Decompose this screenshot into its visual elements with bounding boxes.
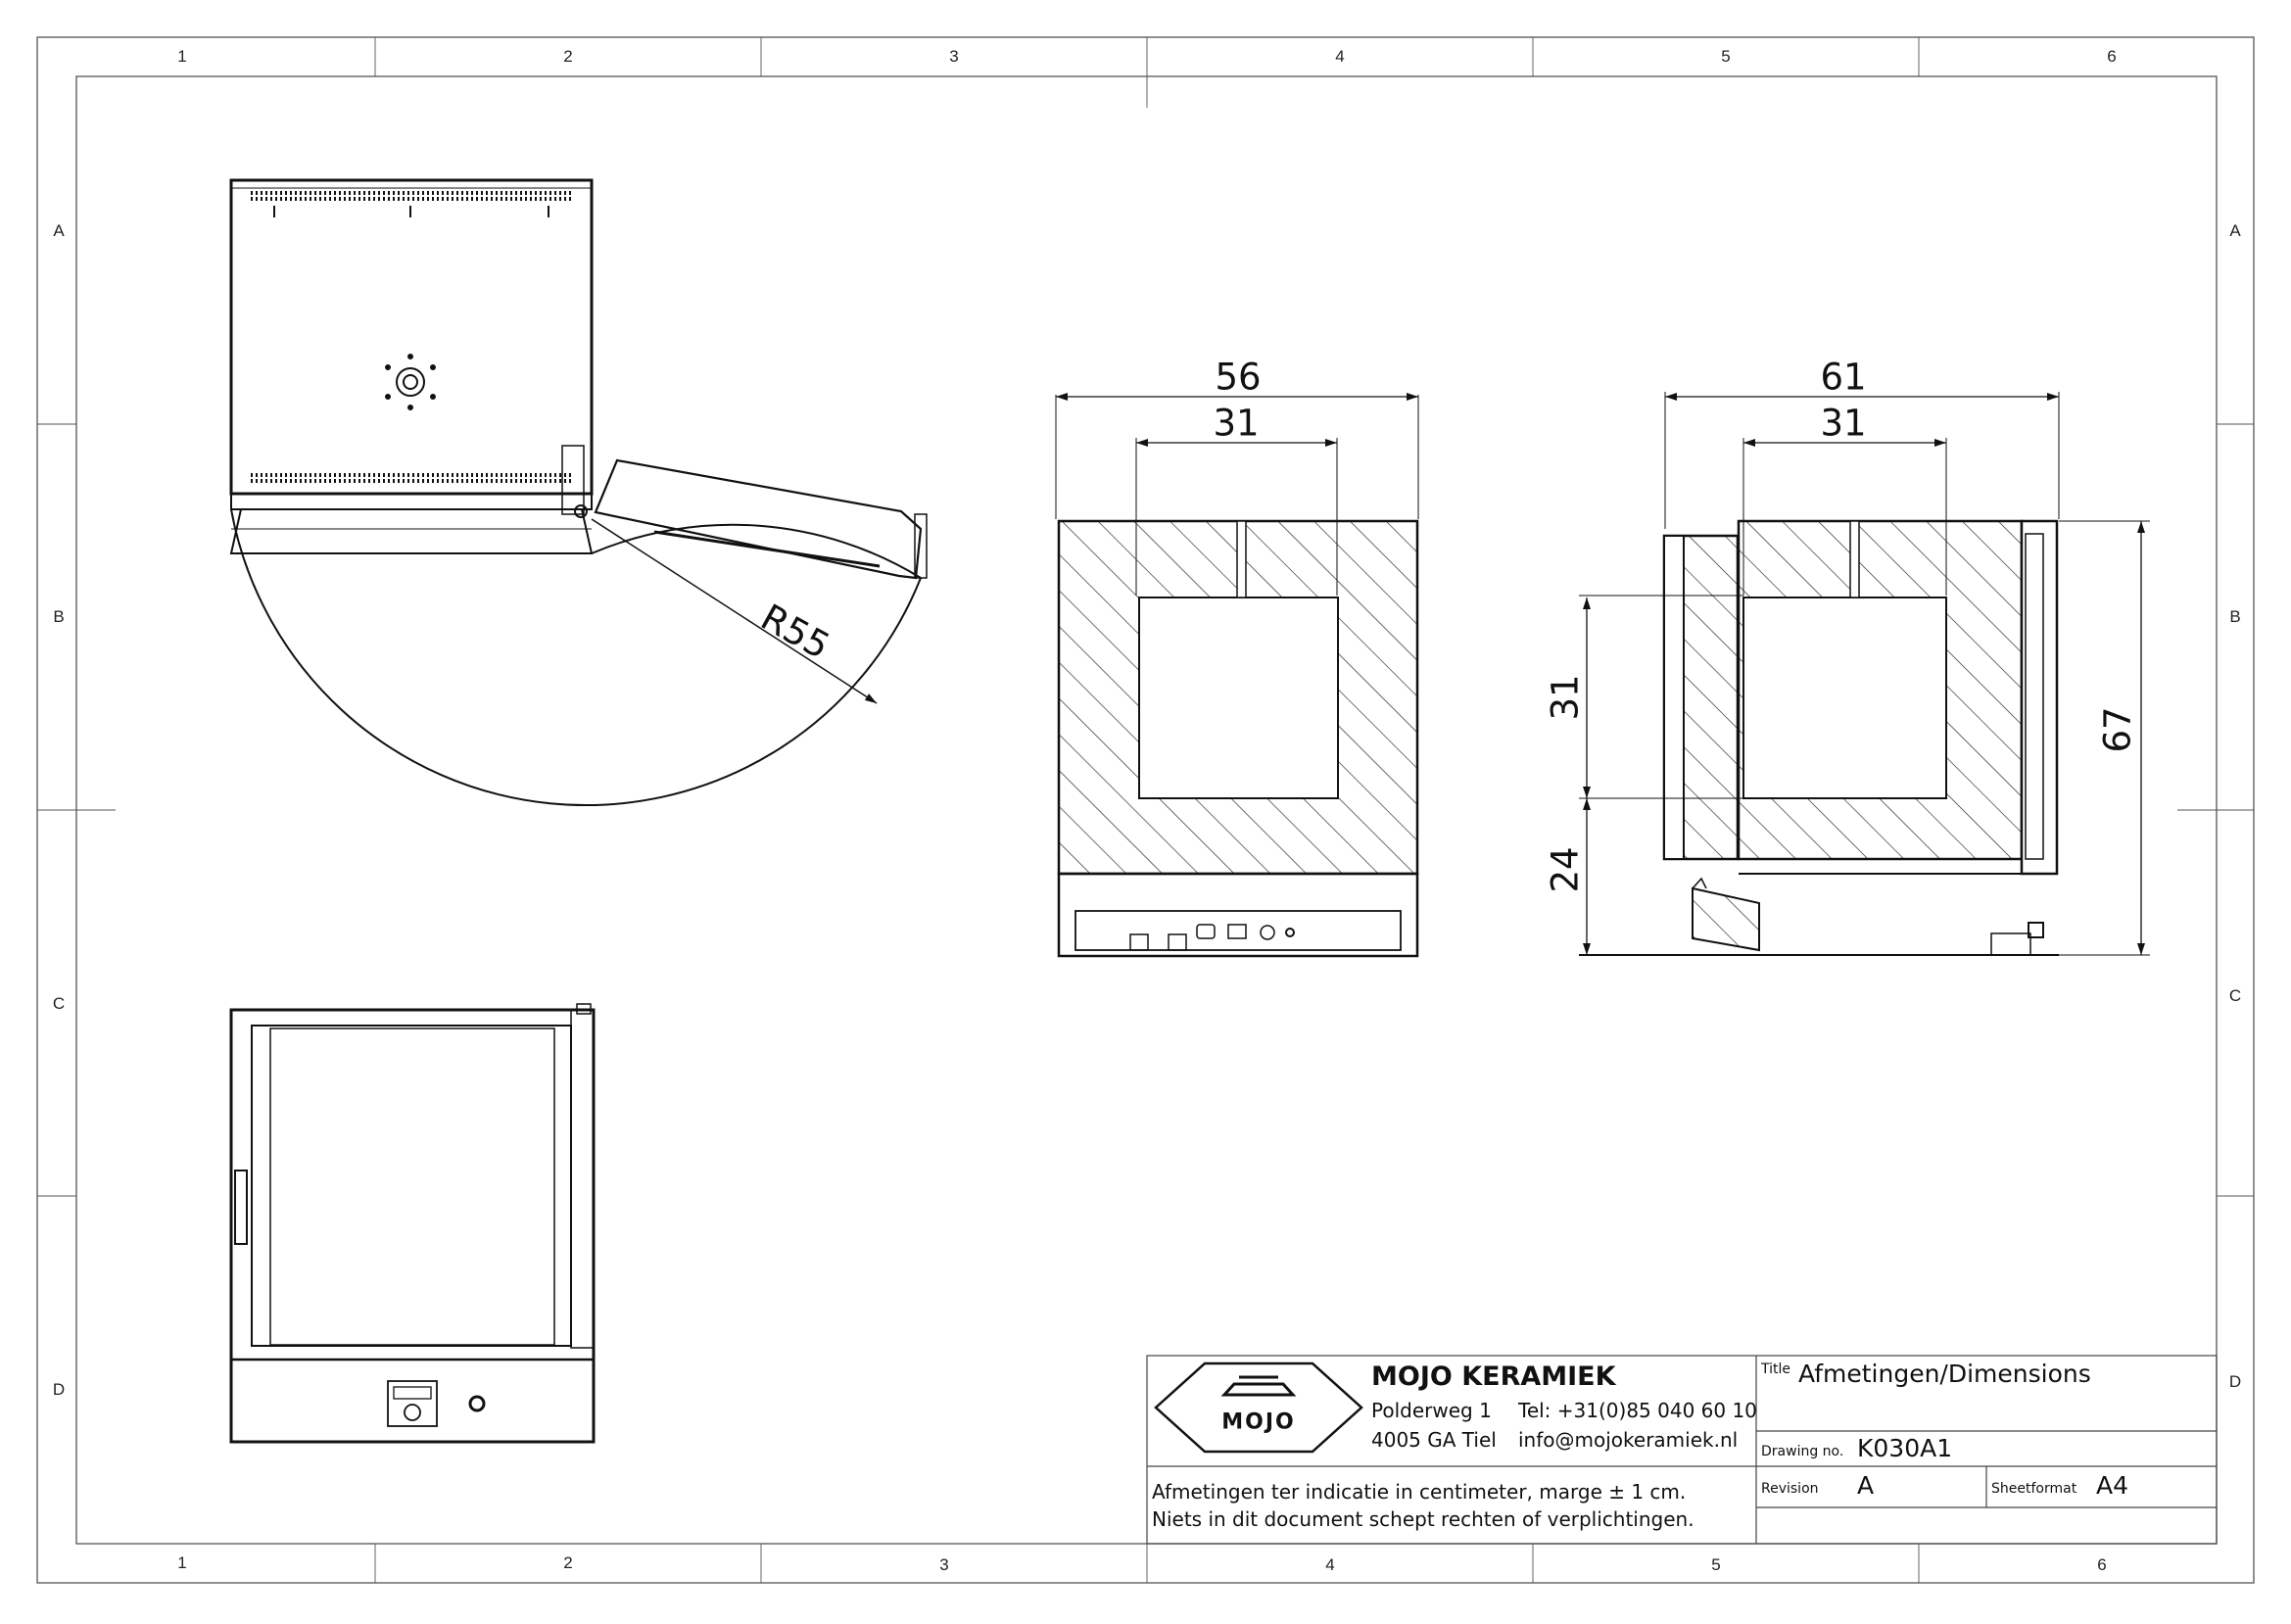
zone-col-6-top: 6 [2107, 47, 2117, 66]
logo-text: MOJO [1221, 1409, 1296, 1435]
phone-number: Tel: +31(0)85 040 60 10 [1518, 1399, 1757, 1422]
dim-front-outer-width: 56 [1215, 356, 1262, 399]
address-line2: 4005 GA Tiel [1371, 1428, 1497, 1452]
dim-side-inner-width: 31 [1820, 402, 1867, 445]
zone-col-4-top: 4 [1335, 47, 1345, 66]
address-line1: Polderweg 1 [1371, 1399, 1492, 1422]
zone-col-3-top: 3 [949, 47, 959, 66]
disclaimer-line2: Niets in dit document schept rechten of … [1152, 1507, 1694, 1531]
revision-value: A [1857, 1471, 1875, 1500]
top-view-door-open [229, 178, 928, 807]
zone-row-c-right: C [2228, 986, 2242, 1005]
zone-col-4-bottom: 4 [1325, 1555, 1335, 1574]
zone-row-a-left: A [53, 221, 65, 240]
dim-side-base-height: 24 [1544, 846, 1587, 893]
zone-col-5-bottom: 5 [1711, 1555, 1721, 1574]
zone-row-d-right: D [2228, 1372, 2242, 1391]
drawing-no-value: K030A1 [1857, 1434, 1953, 1462]
drawing-no-label: Drawing no. [1761, 1444, 1844, 1459]
zone-col-3-bottom: 3 [939, 1555, 949, 1574]
dim-front-inner-width: 31 [1213, 402, 1260, 445]
zone-col-2-top: 2 [563, 47, 573, 66]
dim-side-inner-height: 31 [1544, 674, 1587, 721]
front-view-door-closed [229, 1003, 596, 1444]
dim-side-total-height: 67 [2096, 706, 2139, 753]
zone-row-d-left: D [52, 1380, 66, 1399]
sheetformat-label: Sheetformat [1991, 1481, 2077, 1497]
sheetformat-value: A4 [2096, 1471, 2129, 1500]
disclaimer-line1: Afmetingen ter indicatie in centimeter, … [1152, 1480, 1687, 1504]
zone-row-a-right: A [2229, 221, 2241, 240]
title-value: Afmetingen/Dimensions [1798, 1360, 2091, 1388]
zone-col-6-bottom: 6 [2097, 1555, 2107, 1574]
title-label: Title [1761, 1361, 1791, 1377]
zone-col-1-bottom: 1 [177, 1553, 187, 1572]
zone-row-c-left: C [52, 994, 66, 1013]
zone-col-1-top: 1 [177, 47, 187, 66]
zone-row-b-right: B [2229, 607, 2241, 626]
logo-mark [1154, 1361, 1363, 1454]
front-elevation-view [1055, 393, 1419, 958]
revision-label: Revision [1761, 1481, 1819, 1497]
zone-col-5-top: 5 [1721, 47, 1731, 66]
company-name: MOJO KERAMIEK [1371, 1361, 1616, 1392]
side-elevation-view [1579, 392, 2150, 956]
zone-col-2-bottom: 2 [563, 1553, 573, 1572]
email-address: info@mojokeramiek.nl [1518, 1428, 1739, 1452]
title-block-frame [1146, 1355, 2218, 1545]
zone-row-b-left: B [53, 607, 65, 626]
dim-side-outer-width: 61 [1820, 356, 1867, 399]
